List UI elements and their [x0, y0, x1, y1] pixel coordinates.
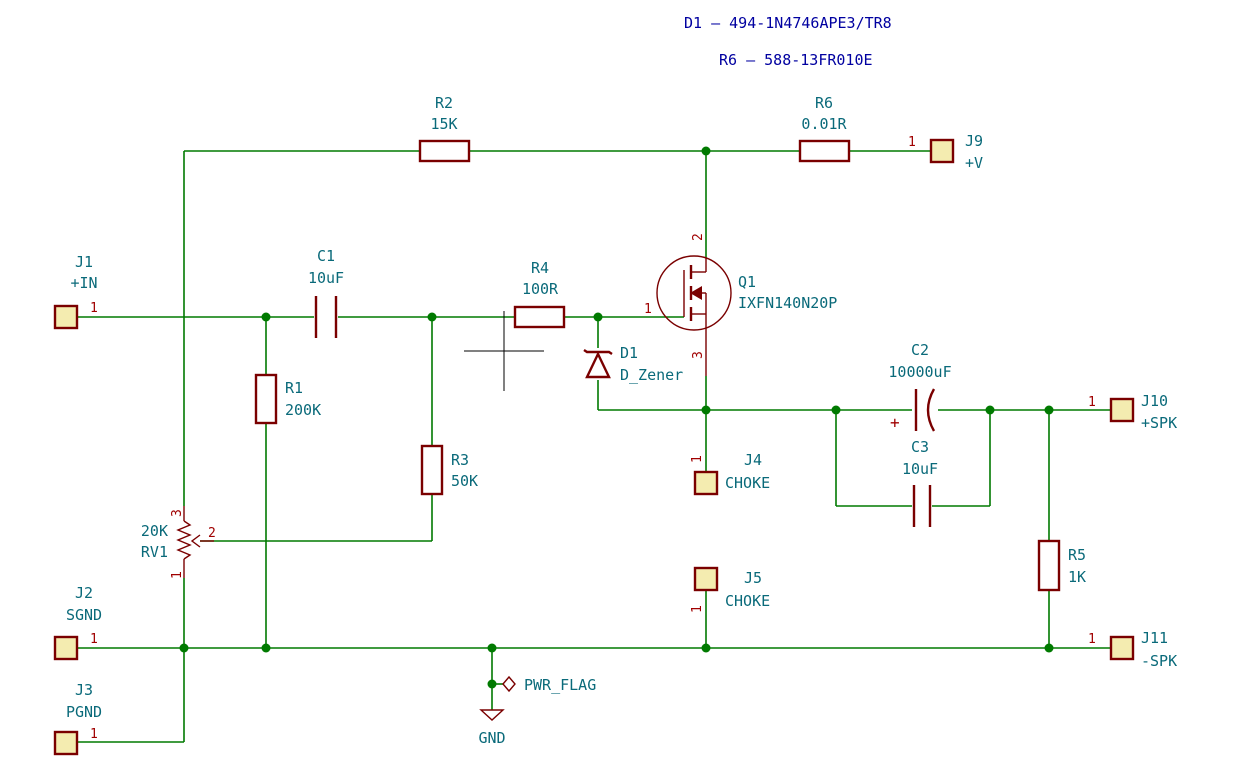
c2-polarity: +	[890, 413, 900, 432]
j5-ref: J5	[744, 569, 762, 587]
c3-ref: C3	[911, 438, 929, 456]
c1-value: 10uF	[308, 269, 344, 287]
rv1-pin1: 1	[170, 571, 185, 579]
cursor-crosshair	[464, 311, 544, 391]
j5-pin: 1	[690, 605, 705, 613]
q1-ref: Q1	[738, 273, 756, 291]
j2-ref: J2	[75, 584, 93, 602]
rv1-pin3: 3	[170, 509, 185, 517]
r2-value: 15K	[430, 115, 457, 133]
j3-value: PGND	[66, 703, 102, 721]
j11-value: -SPK	[1141, 652, 1177, 670]
j4-value: CHOKE	[725, 474, 770, 492]
c2-ref: C2	[911, 341, 929, 359]
zener-d1[interactable]: D1 D_Zener	[583, 344, 683, 384]
j2-pin: 1	[90, 632, 98, 647]
r3-ref: R3	[451, 451, 469, 469]
mosfet-q1[interactable]: 1 2 3 Q1 IXFN140N20P	[644, 233, 837, 376]
r5-ref: R5	[1068, 546, 1086, 564]
resistor-r2[interactable]: R2 15K	[418, 94, 471, 163]
junctions	[179, 146, 1054, 689]
r6-ref: R6	[815, 94, 833, 112]
r6-value: 0.01R	[801, 115, 847, 133]
connector-j1[interactable]: 1 J1 +IN	[53, 253, 98, 330]
j9-value: +V	[965, 154, 983, 172]
r5-value: 1K	[1068, 568, 1086, 586]
j2-value: SGND	[66, 606, 102, 624]
j4-pin: 1	[690, 455, 705, 463]
connector-j4[interactable]: 1 J4 CHOKE	[690, 451, 770, 496]
r4-value: 100R	[522, 280, 559, 298]
ground-symbol[interactable]: GND	[478, 709, 506, 747]
q1-pin-gate: 1	[644, 302, 652, 317]
wires	[78, 150, 1110, 743]
q1-value: IXFN140N20P	[738, 294, 837, 312]
rv1-pin2: 2	[208, 526, 216, 541]
j4-ref: J4	[744, 451, 762, 469]
resistor-r5[interactable]: R5 1K	[1037, 539, 1086, 592]
j11-pin: 1	[1088, 632, 1096, 647]
resistor-r6[interactable]: R6 0.01R	[798, 94, 851, 163]
d1-value: D_Zener	[620, 366, 683, 384]
j10-value: +SPK	[1141, 414, 1177, 432]
capacitor-c3[interactable]: C3 10uF	[902, 438, 938, 527]
j1-ref: J1	[75, 253, 93, 271]
connector-j2[interactable]: 1 J2 SGND	[53, 584, 102, 661]
capacitor-c1[interactable]: C1 10uF	[308, 247, 344, 338]
j3-ref: J3	[75, 681, 93, 699]
capacitor-c2[interactable]: + C2 10000uF	[888, 341, 951, 432]
j3-pin: 1	[90, 727, 98, 742]
j9-ref: J9	[965, 132, 983, 150]
resistor-r1[interactable]: R1 200K	[254, 373, 321, 425]
potentiometer-rv1[interactable]: 3 1 2 20K RV1	[141, 506, 216, 579]
j5-value: CHOKE	[725, 592, 770, 610]
gnd-label: GND	[478, 729, 505, 747]
note-r6-part: R6 – 588-13FR010E	[719, 51, 873, 69]
connector-j5[interactable]: 1 J5 CHOKE	[690, 566, 770, 613]
power-flag[interactable]: PWR_FLAG	[502, 675, 596, 694]
c2-value: 10000uF	[888, 363, 951, 381]
j1-pin: 1	[90, 301, 98, 316]
r2-ref: R2	[435, 94, 453, 112]
rv1-value: 20K	[141, 522, 168, 540]
r1-value: 200K	[285, 401, 321, 419]
pwr-flag-label: PWR_FLAG	[524, 676, 596, 694]
resistor-r3[interactable]: R3 50K	[420, 444, 478, 496]
rv1-ref: RV1	[141, 543, 168, 561]
connector-j9[interactable]: 1 J9 +V	[908, 132, 983, 172]
q1-pin-drain: 2	[691, 233, 706, 241]
c1-ref: C1	[317, 247, 335, 265]
d1-ref: D1	[620, 344, 638, 362]
connector-j3[interactable]: 1 J3 PGND	[53, 681, 102, 756]
j11-ref: J11	[1141, 629, 1168, 647]
resistor-r4[interactable]: R4 100R	[513, 259, 566, 329]
connector-j10[interactable]: 1 J10 +SPK	[1088, 392, 1177, 432]
j10-ref: J10	[1141, 392, 1168, 410]
r3-value: 50K	[451, 472, 478, 490]
j10-pin: 1	[1088, 395, 1096, 410]
r4-ref: R4	[531, 259, 549, 277]
j1-value: +IN	[70, 274, 97, 292]
q1-pin-source: 3	[691, 351, 706, 359]
r1-ref: R1	[285, 379, 303, 397]
c3-value: 10uF	[902, 460, 938, 478]
note-d1-part: D1 – 494-1N4746APE3/TR8	[684, 14, 892, 32]
connector-j11[interactable]: 1 J11 -SPK	[1088, 629, 1177, 670]
j9-pin: 1	[908, 135, 916, 150]
